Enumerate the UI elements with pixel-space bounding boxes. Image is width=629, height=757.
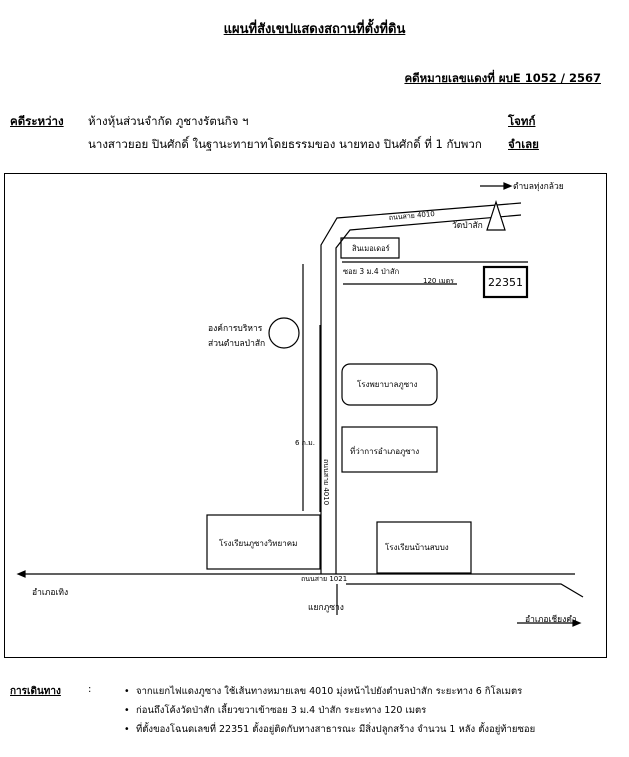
plaintiff-role: โจทก์ <box>508 114 536 128</box>
label-nong-kluai: ตำบลทุ่งกล้วย <box>513 181 564 192</box>
direction-item: • ที่ตั้งของโฉนดเลขที่ 22351 ตั้งอยู่ติดก… <box>124 722 535 737</box>
label-soi: ซอย 3 ม.4 ป่าสัก <box>343 267 399 276</box>
case-number: คดีหมายเลขแดงที่ ผบE 1052 / 2567 <box>404 71 601 85</box>
road-4010-right-edge <box>335 214 522 342</box>
label-road-4010-top: ถนนสาย 4010 <box>388 210 435 222</box>
label-sao-line1: องค์การบริหาร <box>208 323 263 334</box>
directions-label: การเดินทาง <box>10 686 61 697</box>
label-soi-distance: 120 เมตร <box>423 277 454 285</box>
label-intersection: แยกภูซาง <box>308 603 344 613</box>
directions-colon: : <box>88 684 92 695</box>
label-thoeng: อำเภอเทิง <box>32 588 68 598</box>
road-1021-lower <box>346 583 584 598</box>
label-6km: 6 ก.ม. <box>295 439 315 447</box>
plaintiff-name: ห้างหุ้นส่วนจำกัด ภูชางรัตนกิจ ฯ <box>88 114 249 128</box>
store-box <box>340 237 400 259</box>
label-store: สินเมอเดอร์ <box>352 244 390 253</box>
map-drawing: ตำบลทุ่งกล้วย ถนนสาย 4010 วัดป่าสัก สินเ… <box>16 181 584 627</box>
document-title: แผนที่สังเขปแสดงสถานที่ตั้งที่ดิน <box>223 22 406 37</box>
label-school-left: โรงเรียนภูซางวิทยาคม <box>219 538 297 549</box>
direction-text: จากแยกไฟแดงภูซาง ใช้เส้นทางหมายเลข 4010 … <box>136 686 523 697</box>
bullet-icon: • <box>124 724 130 735</box>
arrowhead-nong-kluai <box>503 182 513 190</box>
direction-item: • ก่อนถึงโค้งวัดป่าสัก เลี้ยวขวาเข้าซอย 3… <box>124 703 426 718</box>
district-office-box <box>341 426 438 473</box>
label-temple: วัดป่าสัก <box>452 221 483 231</box>
location-map: ตำบลทุ่งกล้วย ถนนสาย 4010 วัดป่าสัก สินเ… <box>4 173 607 658</box>
bullet-icon: • <box>124 686 130 697</box>
direction-text: ที่ตั้งของโฉนดเลขที่ 22351 ตั้งอยู่ติดกั… <box>136 724 536 735</box>
defendant-role: จำเลย <box>508 137 539 151</box>
label-sao-line2: ส่วนตำบลป่าสัก <box>208 339 265 349</box>
direction-item: • จากแยกไฟแดงภูซาง ใช้เส้นทางหมายเลข 4010… <box>124 684 522 699</box>
label-chiang-kham: อำเภอเชียงคำ <box>525 614 577 625</box>
parties-label: คดีระหว่าง <box>10 114 64 128</box>
sao-office-circle <box>268 317 300 349</box>
school-right-box <box>376 521 472 574</box>
label-district-office: ที่ว่าการอำเภอภูซาง <box>350 445 419 457</box>
label-road-1021: ถนนสาย 1021 <box>301 575 347 583</box>
road-4010-left-edge <box>320 202 522 331</box>
defendant-name: นางสาวยอย ปินศักดิ์ ในฐานะทายาทโดยธรรมขอ… <box>88 137 482 151</box>
hospital-box <box>341 363 438 406</box>
temple-triangle <box>486 200 506 231</box>
direction-text: ก่อนถึงโค้งวัดป่าสัก เลี้ยวขวาเข้าซอย 3 … <box>136 705 427 716</box>
arrowhead-chiang-kham <box>572 619 582 627</box>
school-left-box <box>206 514 321 570</box>
bullet-icon: • <box>124 705 130 716</box>
label-school-right: โรงเรียนบ้านสบบง <box>385 542 449 552</box>
label-hospital: โรงพยาบาลภูซาง <box>357 379 418 390</box>
label-road-4010-vertical: ถนนสาย 4010 <box>322 459 330 505</box>
arrowhead-thoeng <box>16 570 26 578</box>
label-parcel: 22351 <box>488 276 523 289</box>
parcel-22351-box <box>482 265 529 299</box>
